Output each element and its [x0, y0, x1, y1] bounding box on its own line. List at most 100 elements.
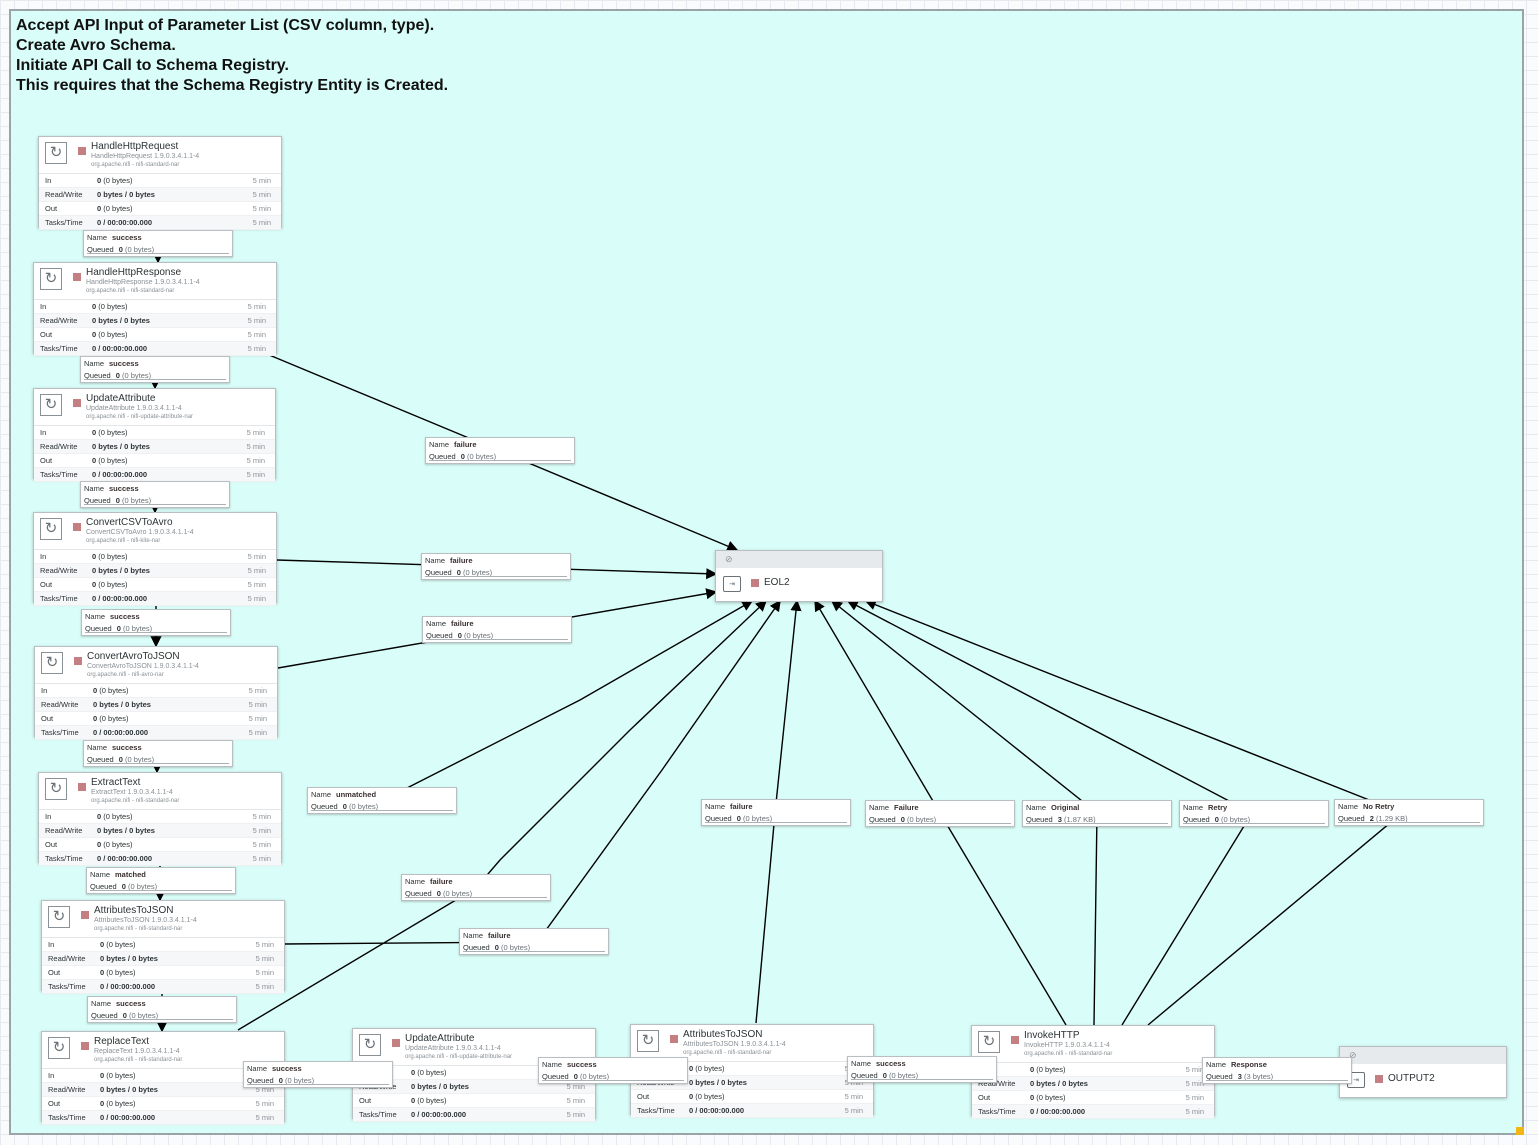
- stat-label: Read/Write: [41, 700, 79, 709]
- stat-label: In: [41, 686, 48, 695]
- stopped-icon: [73, 273, 81, 281]
- processor-type: ConvertCSVToAvro 1.9.0.3.4.1.1-4: [86, 529, 194, 536]
- stat-out: 0 (0 bytes): [92, 456, 128, 465]
- stat-tasks: 0 / 00:00:00.000: [100, 1113, 156, 1122]
- port-name: EOL2: [764, 577, 790, 588]
- stat-label: Out: [40, 580, 53, 589]
- stat-window: 5 min: [844, 1092, 863, 1101]
- processor-bundle: org.apache.nifi - nifi-standard-nar: [1024, 1051, 1113, 1057]
- processor-update-attribute[interactable]: ↻ UpdateAttribute UpdateAttribute 1.9.0.…: [33, 388, 276, 482]
- stat-label: Tasks/Time: [978, 1107, 1016, 1116]
- stat-window: 5 min: [247, 552, 266, 561]
- stat-label: Out: [41, 714, 54, 723]
- stat-in: 0 (0 bytes): [92, 428, 128, 437]
- processor-bundle: org.apache.nifi - nifi-kite-nar: [86, 538, 161, 544]
- stat-label: In: [45, 176, 52, 185]
- stat-window: 5 min: [252, 218, 271, 227]
- processor-convert-csv-to-avro[interactable]: ↻ ConvertCSVToAvro ConvertCSVToAvro 1.9.…: [33, 512, 277, 606]
- port-name: OUTPUT2: [1388, 1073, 1435, 1084]
- stat-in: 0 (0 bytes): [93, 686, 129, 695]
- processor-bundle: org.apache.nifi - nifi-standard-nar: [91, 162, 180, 168]
- processor-invoke-http[interactable]: ↻ InvokeHTTP InvokeHTTP 1.9.0.3.4.1.1-4 …: [971, 1025, 1215, 1119]
- group-resize-handle[interactable]: [1516, 1127, 1524, 1135]
- stat-in: 0 (0 bytes): [1030, 1065, 1066, 1074]
- stat-out: 0 (0 bytes): [93, 714, 129, 723]
- processor-convert-avro-to-json[interactable]: ↻ ConvertAvroToJSON ConvertAvroToJSON 1.…: [34, 646, 278, 740]
- stat-label: Tasks/Time: [48, 1113, 86, 1122]
- stopped-icon: [751, 579, 759, 587]
- stat-rw: 0 bytes / 0 bytes: [689, 1078, 747, 1087]
- processor-icon: ↻: [978, 1031, 1000, 1053]
- stat-rw: 0 bytes / 0 bytes: [92, 566, 150, 575]
- stat-window: 5 min: [255, 940, 274, 949]
- processor-name: ReplaceText: [94, 1036, 150, 1047]
- stat-label: In: [40, 302, 47, 311]
- stat-label: Out: [45, 204, 58, 213]
- stat-tasks: 0 / 00:00:00.000: [92, 470, 148, 479]
- stat-rw: 0 bytes / 0 bytes: [100, 1085, 158, 1094]
- stat-window: 5 min: [566, 1096, 585, 1105]
- stopped-icon: [392, 1039, 400, 1047]
- processor-replace-text[interactable]: ↻ ReplaceText ReplaceText 1.9.0.3.4.1.1-…: [41, 1031, 285, 1125]
- processor-name: ConvertCSVToAvro: [86, 517, 173, 528]
- group-label: Accept API Input of Parameter List (CSV …: [16, 16, 448, 96]
- stat-label: Out: [637, 1092, 650, 1101]
- processor-handle-http-response[interactable]: ↻ HandleHttpResponse HandleHttpResponse …: [33, 262, 277, 356]
- stat-label: Out: [40, 456, 53, 465]
- stat-label: Out: [45, 840, 58, 849]
- stat-window: 5 min: [246, 470, 265, 479]
- processor-extract-text[interactable]: ↻ ExtractText ExtractText 1.9.0.3.4.1.1-…: [38, 772, 282, 866]
- processor-bundle: org.apache.nifi - nifi-standard-nar: [683, 1050, 772, 1056]
- stopped-icon: [78, 783, 86, 791]
- output-port-icon: ⇥: [723, 576, 741, 592]
- stat-tasks: 0 / 00:00:00.000: [97, 218, 153, 227]
- stat-label: Tasks/Time: [359, 1110, 397, 1119]
- stat-rw: 0 bytes / 0 bytes: [97, 190, 155, 199]
- stat-label: Read/Write: [40, 442, 78, 451]
- output-port-eol2[interactable]: ⊘ ⇥ EOL2: [715, 550, 883, 602]
- stat-label: Tasks/Time: [40, 344, 78, 353]
- stat-tasks: 0 / 00:00:00.000: [93, 728, 149, 737]
- stat-window: 5 min: [247, 580, 266, 589]
- processor-handle-http-request[interactable]: ↻ HandleHttpRequest HandleHttpRequest 1.…: [38, 136, 282, 230]
- processor-bundle: org.apache.nifi - nifi-standard-nar: [94, 926, 183, 932]
- processor-type: UpdateAttribute 1.9.0.3.4.1.1-4: [405, 1045, 501, 1052]
- stat-tasks: 0 / 00:00:00.000: [97, 854, 153, 863]
- output-port-output2[interactable]: ⊘ ⇥ OUTPUT2: [1339, 1046, 1507, 1098]
- stat-label: Out: [359, 1096, 372, 1105]
- stopped-icon: [73, 399, 81, 407]
- stat-window: 5 min: [1185, 1093, 1204, 1102]
- stopped-icon: [73, 523, 81, 531]
- stat-in: 0 (0 bytes): [100, 940, 136, 949]
- processor-bundle: org.apache.nifi - nifi-update-attribute-…: [405, 1054, 513, 1060]
- processor-bundle: org.apache.nifi - nifi-standard-nar: [91, 798, 180, 804]
- processor-attributes-to-json[interactable]: ↻ AttributesToJSON AttributesToJSON 1.9.…: [41, 900, 285, 994]
- stat-label: Out: [48, 1099, 61, 1108]
- stat-window: 5 min: [255, 1099, 274, 1108]
- stat-rw: 0 bytes / 0 bytes: [100, 954, 158, 963]
- stat-window: 5 min: [252, 812, 271, 821]
